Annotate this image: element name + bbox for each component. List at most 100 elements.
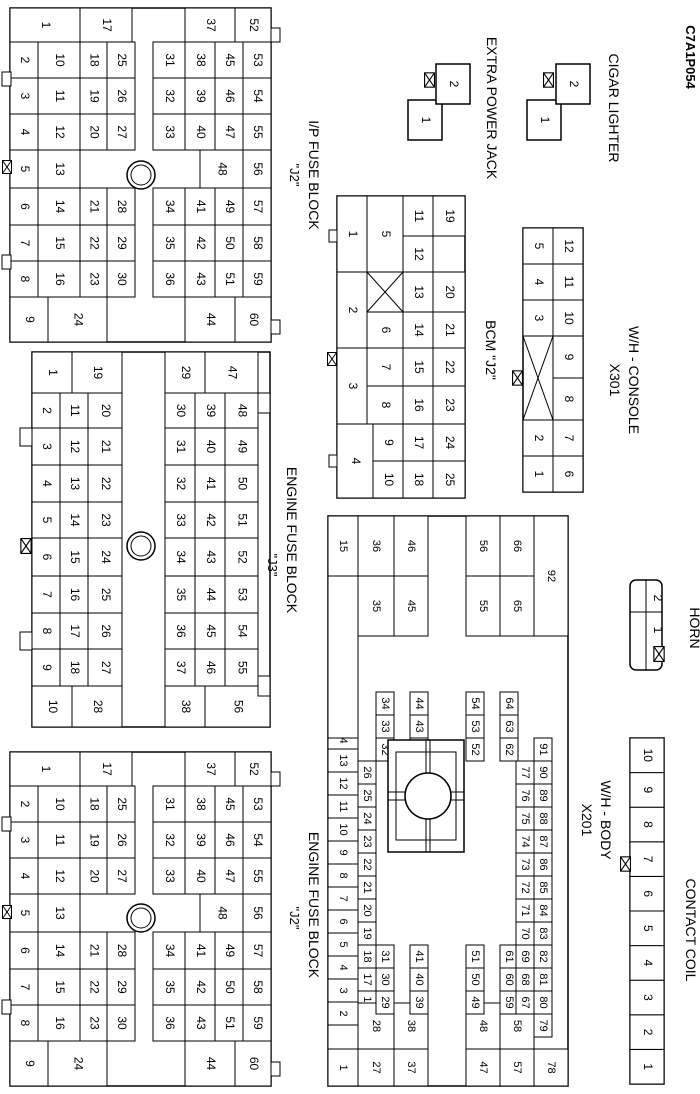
- pin-number: 55: [235, 661, 249, 675]
- pin-number: 33: [174, 513, 188, 527]
- pin-cell: [432, 385, 466, 425]
- pin-cell: [9, 751, 81, 787]
- pin-number: 65: [511, 600, 523, 612]
- pin-number: 48: [477, 1020, 489, 1032]
- pin-number: 5: [18, 166, 32, 173]
- center-post-icon: [387, 739, 465, 853]
- pin-number: 33: [379, 720, 391, 732]
- pin-number: 48: [235, 404, 249, 418]
- pin-number: 87: [537, 835, 549, 847]
- pin-number: 9: [337, 849, 349, 855]
- pin-number: 4: [349, 458, 363, 465]
- pin-number: 26: [99, 624, 113, 638]
- pin-number: 10: [53, 53, 67, 67]
- pin-number: 92: [545, 570, 557, 582]
- pin-number: 45: [223, 797, 237, 811]
- pin-number: 49: [469, 996, 481, 1008]
- pin-number: 40: [413, 973, 425, 985]
- pin-number: 11: [53, 90, 67, 103]
- pin-cell: [234, 7, 272, 43]
- pin-number: 44: [204, 588, 218, 602]
- pin-number: 50: [235, 477, 249, 491]
- horn-connector: 1 2: [629, 579, 665, 671]
- pin-number: 18: [87, 53, 101, 67]
- pin-cell: [79, 857, 108, 895]
- pin-cell: [375, 944, 395, 969]
- pin-number: 14: [412, 323, 426, 337]
- pin-number: 30: [115, 272, 129, 286]
- pin-cell: [79, 77, 108, 115]
- pin-cell: [465, 691, 485, 716]
- pin-number: 12: [337, 777, 349, 789]
- pin-cell: [242, 113, 272, 151]
- pin-number: 5: [337, 941, 349, 947]
- pin-cell: [629, 1048, 665, 1085]
- pin-cell: [152, 224, 186, 262]
- pin-number: 21: [361, 881, 373, 893]
- pin-number: 61: [503, 950, 515, 962]
- pin-number: 49: [223, 200, 237, 214]
- pin-number: 4: [532, 279, 546, 286]
- x301-sublabel: W/H - CONSOLE: [626, 326, 642, 434]
- pin-cell: [37, 857, 81, 895]
- pin-cell: [499, 515, 535, 577]
- pin-number: 47: [477, 1061, 489, 1073]
- pin-number: 89: [537, 789, 549, 801]
- pin-cell: [31, 612, 61, 650]
- pin-cell: [533, 737, 553, 762]
- pin-number: 17: [100, 762, 114, 776]
- pin-cell: [224, 612, 259, 650]
- pin-cell: [242, 821, 272, 859]
- pin-number: 6: [18, 203, 32, 210]
- pin-number: 6: [562, 471, 576, 478]
- pin-cell: [164, 537, 196, 577]
- pin-cell: [31, 537, 61, 577]
- pin-cell: [106, 224, 136, 262]
- pin-number: 30: [379, 973, 391, 985]
- pin-cell: [242, 224, 272, 262]
- pin-number: 57: [251, 200, 265, 214]
- pin-cell: [106, 821, 136, 859]
- pin-cell: [152, 113, 186, 151]
- pin-cell: [242, 1004, 272, 1042]
- pin-number: 6: [18, 947, 32, 954]
- pin-cell: [432, 460, 466, 499]
- pin-number: 52: [469, 743, 481, 755]
- pin-number: 25: [361, 789, 373, 801]
- pin-cell: [9, 1040, 49, 1087]
- pin-cell: [152, 968, 186, 1006]
- pin-number: 77: [519, 766, 531, 778]
- pin-cell: [37, 931, 81, 970]
- pin-cell: [629, 737, 665, 774]
- lock-tab-icon: [653, 646, 665, 662]
- pin-cell: [214, 77, 244, 115]
- pin-cell: [184, 821, 216, 859]
- pin-number: 1: [346, 231, 360, 238]
- pin-number: 17: [68, 624, 82, 638]
- pin-number: 69: [519, 950, 531, 962]
- pin-number: 47: [225, 366, 239, 380]
- pin-number: 34: [174, 550, 188, 564]
- pin-number: 1: [337, 1064, 349, 1070]
- pin-number: 2: [346, 307, 360, 314]
- pin-number: 54: [251, 833, 265, 847]
- pin-number: 17: [412, 436, 426, 450]
- pin-number: 50: [223, 236, 237, 250]
- pin-cell: [327, 515, 359, 577]
- pin-number: 20: [87, 125, 101, 139]
- pin-cell: [87, 392, 123, 429]
- pin-number: 12: [68, 440, 82, 454]
- pin-cell: [152, 1004, 186, 1042]
- pin-number: 42: [194, 236, 208, 250]
- pin-number: 32: [163, 833, 177, 847]
- pin-number: 20: [361, 904, 373, 916]
- pin-number: 7: [641, 856, 655, 863]
- pin-cell: [552, 263, 584, 301]
- svg-text:1: 1: [651, 627, 665, 634]
- pin-number: 80: [537, 996, 549, 1008]
- pin-number: 20: [87, 869, 101, 883]
- pin-cell: [336, 271, 368, 349]
- pin-number: 23: [361, 835, 373, 847]
